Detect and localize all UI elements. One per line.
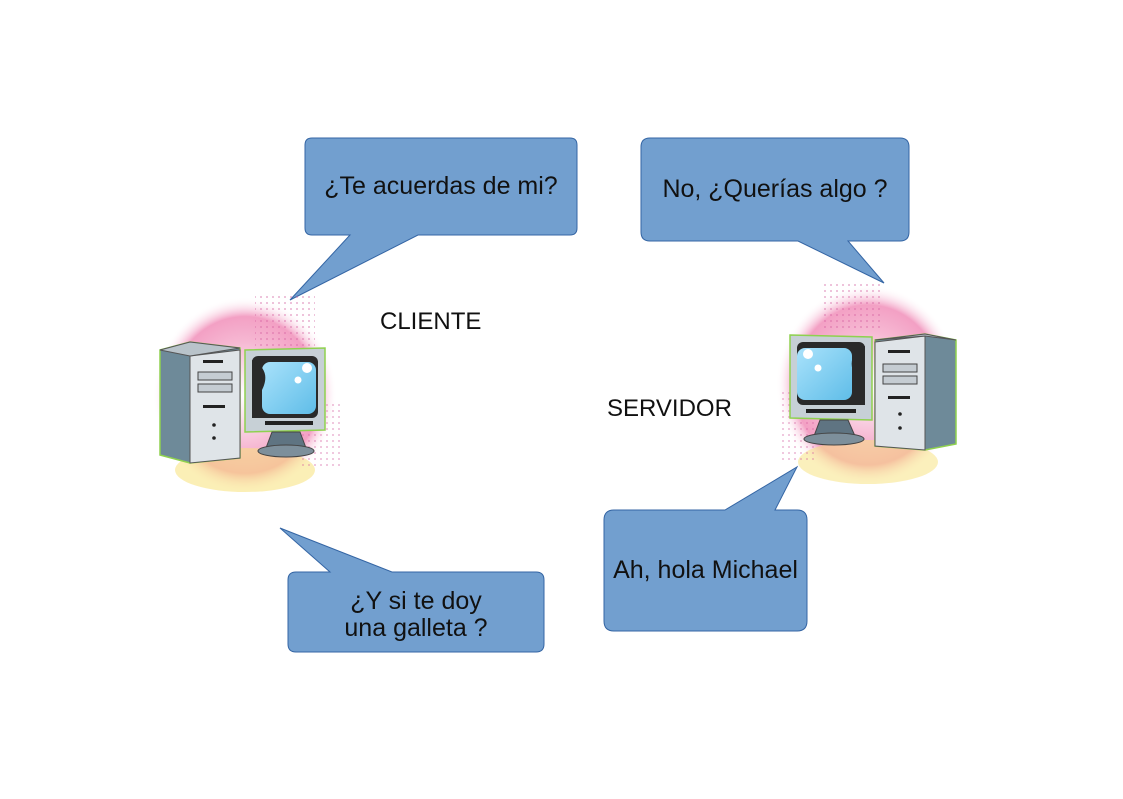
client-top-message-text: ¿Te acuerdas de mi? [324,172,558,200]
client-computer-icon [153,295,340,493]
client-bottom-message: ¿Y si te doy una galleta ? [288,578,544,652]
speech-bubble-server-bottom [603,465,808,632]
client-bottom-message-line2: una galleta ? [344,614,488,642]
speech-bubble-client-top [289,137,578,301]
speech-bubble-client-bottom [279,527,545,653]
server-bottom-message-text: Ah, hola Michael [613,556,798,584]
client-top-message: ¿Te acuerdas de mi? [305,138,577,235]
speech-bubble-server-top [640,137,910,284]
server-top-message-text: No, ¿Querías algo ? [662,175,888,203]
server-bottom-message: Ah, hola Michael [604,510,807,631]
server-label: SERVIDOR [607,395,732,422]
client-bottom-message-line1: ¿Y si te doy [350,587,482,615]
client-label: CLIENTE [380,308,482,335]
server-computer-icon [776,280,960,485]
server-top-message: No, ¿Querías algo ? [641,138,909,241]
